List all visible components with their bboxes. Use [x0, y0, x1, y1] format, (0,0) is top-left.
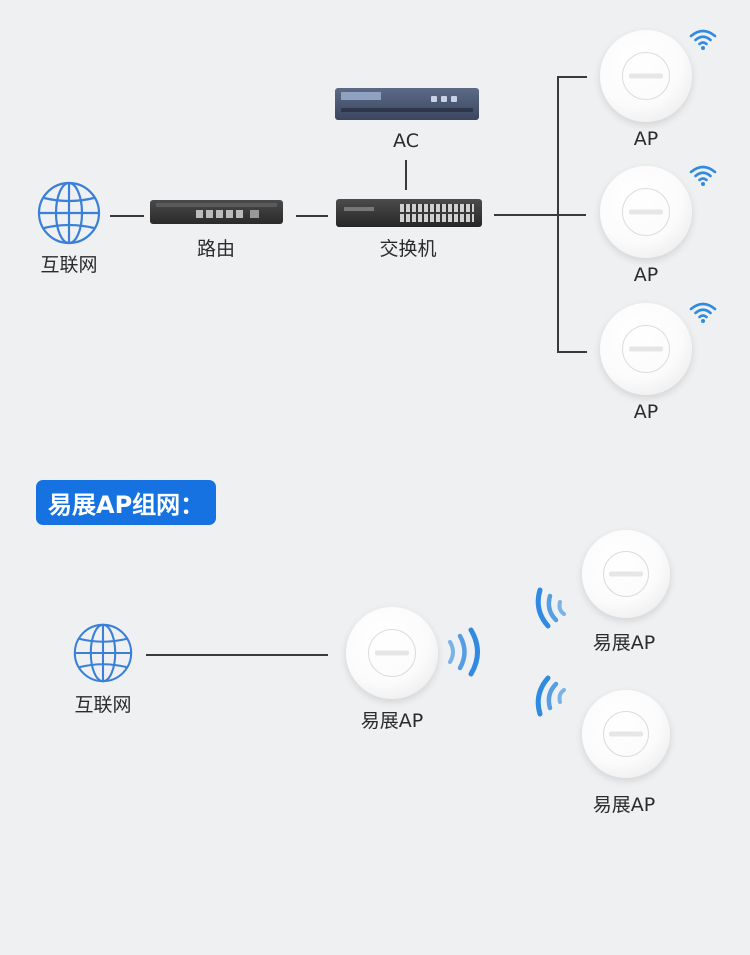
ap-bus-vertical	[557, 76, 559, 352]
signal-waves-icon	[444, 626, 488, 678]
section-banner: 易展AP组网：	[36, 480, 217, 525]
easy-ap-label-1: 易展AP	[592, 632, 656, 654]
link-internet-router	[110, 215, 144, 217]
link-bus-ap3	[557, 351, 587, 353]
link-internet-main-ap	[146, 654, 328, 656]
link-switch-bus	[494, 214, 586, 216]
ap-label-1: AP	[633, 128, 659, 150]
ap-device-3	[600, 303, 692, 395]
ac-label: AC	[393, 130, 419, 152]
router-device	[150, 200, 283, 224]
wifi-icon	[688, 300, 718, 324]
internet-label: 互联网	[40, 254, 98, 276]
ap-device-2	[600, 166, 692, 258]
ap-label-2: AP	[633, 264, 659, 286]
switch-device	[336, 199, 482, 227]
main-easy-ap-device	[346, 607, 438, 699]
switch-label: 交换机	[379, 238, 437, 260]
easy-ap-device-1	[582, 530, 670, 618]
internet-globe-icon	[36, 180, 102, 246]
ap-device-1	[600, 30, 692, 122]
easy-ap-label-2: 易展AP	[592, 794, 656, 816]
link-router-switch	[296, 215, 328, 217]
wifi-icon	[688, 163, 718, 187]
ac-device	[335, 88, 479, 120]
router-label: 路由	[196, 238, 235, 260]
internet-globe-icon	[72, 622, 134, 684]
main-easy-ap-label: 易展AP	[360, 710, 424, 732]
link-ac-switch	[405, 160, 407, 190]
wifi-icon	[688, 27, 718, 51]
link-bus-ap1	[557, 76, 587, 78]
signal-waves-icon	[532, 672, 578, 718]
signal-waves-icon	[532, 586, 578, 632]
internet-label-bottom: 互联网	[74, 694, 132, 716]
ap-label-3: AP	[633, 401, 659, 423]
easy-ap-device-2	[582, 690, 670, 778]
